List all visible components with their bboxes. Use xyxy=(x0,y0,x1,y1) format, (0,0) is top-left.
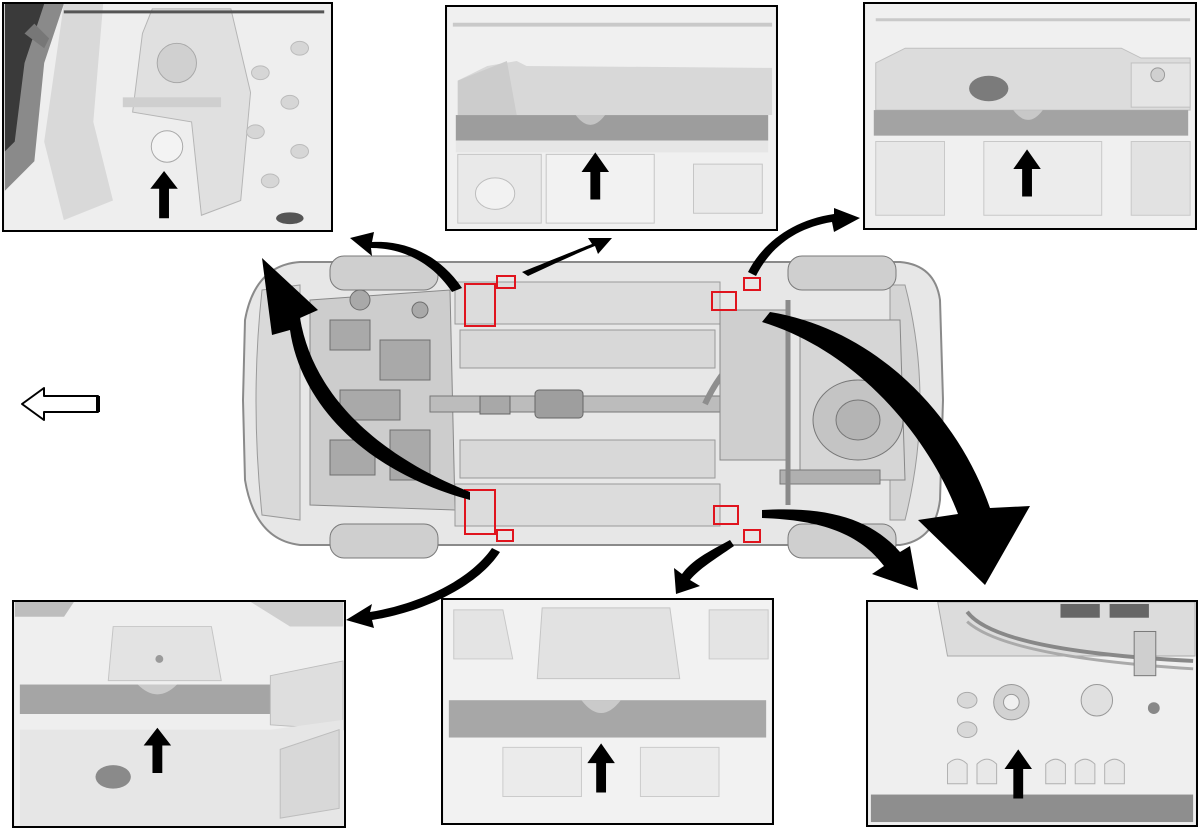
front-right-wheel xyxy=(329,523,439,559)
detail-view-6-illustration xyxy=(868,602,1196,825)
callout-arrow-to-detail-5 xyxy=(674,540,734,594)
detail-view-5-illustration xyxy=(443,600,772,823)
detail-view-4-illustration xyxy=(14,602,344,826)
detail-view-front-left-jack-point xyxy=(2,2,333,232)
lift-point-marker-rear-left xyxy=(711,291,737,311)
callout-arrow-to-detail-1 xyxy=(262,258,470,500)
hollow-left-arrow-icon xyxy=(21,387,100,421)
lift-point-markers xyxy=(464,275,761,543)
pointer-arrow-icon xyxy=(150,171,178,219)
callout-arrow-to-detail-2 xyxy=(522,238,612,276)
pointer-arrow-icon xyxy=(143,727,172,773)
pointer-arrow-icon xyxy=(1004,749,1032,799)
lift-point-marker-front-left-small xyxy=(496,275,516,289)
lift-point-marker-front-left xyxy=(464,283,496,327)
lift-point-marker-rear-right-small xyxy=(743,529,761,543)
detail-view-rear-left-lower-jack-point xyxy=(866,600,1198,827)
lift-point-marker-front-right xyxy=(464,489,496,535)
rear-left-wheel xyxy=(787,255,897,291)
pointer-arrow-icon xyxy=(1013,149,1041,197)
detail-view-center-left-lower-jack-point xyxy=(441,598,774,825)
callout-arrow-large-bottom-right xyxy=(762,312,1030,585)
callout-arrow-small-top-left xyxy=(350,232,462,292)
detail-view-2-illustration xyxy=(447,7,776,229)
pointer-arrow-icon xyxy=(587,743,615,793)
detail-view-front-left-lower-jack-point xyxy=(12,600,346,828)
callout-arrow-to-detail-3 xyxy=(748,208,860,276)
lift-point-marker-front-right-small xyxy=(496,529,514,542)
detail-view-3-illustration xyxy=(865,4,1195,228)
callout-arrow-to-detail-4 xyxy=(346,548,500,628)
callout-arrow-to-detail-6 xyxy=(762,509,918,590)
vehicle-underbody xyxy=(241,255,945,559)
callout-arrows xyxy=(262,208,1030,628)
detail-view-1-illustration xyxy=(4,4,331,230)
detail-view-center-left-upper-jack-point xyxy=(445,5,778,231)
pointer-arrow-icon xyxy=(581,152,610,200)
detail-view-rear-left-upper-jack-point xyxy=(863,2,1197,230)
lift-point-marker-rear-left-small xyxy=(743,277,761,291)
lift-point-marker-rear-right xyxy=(713,505,739,525)
